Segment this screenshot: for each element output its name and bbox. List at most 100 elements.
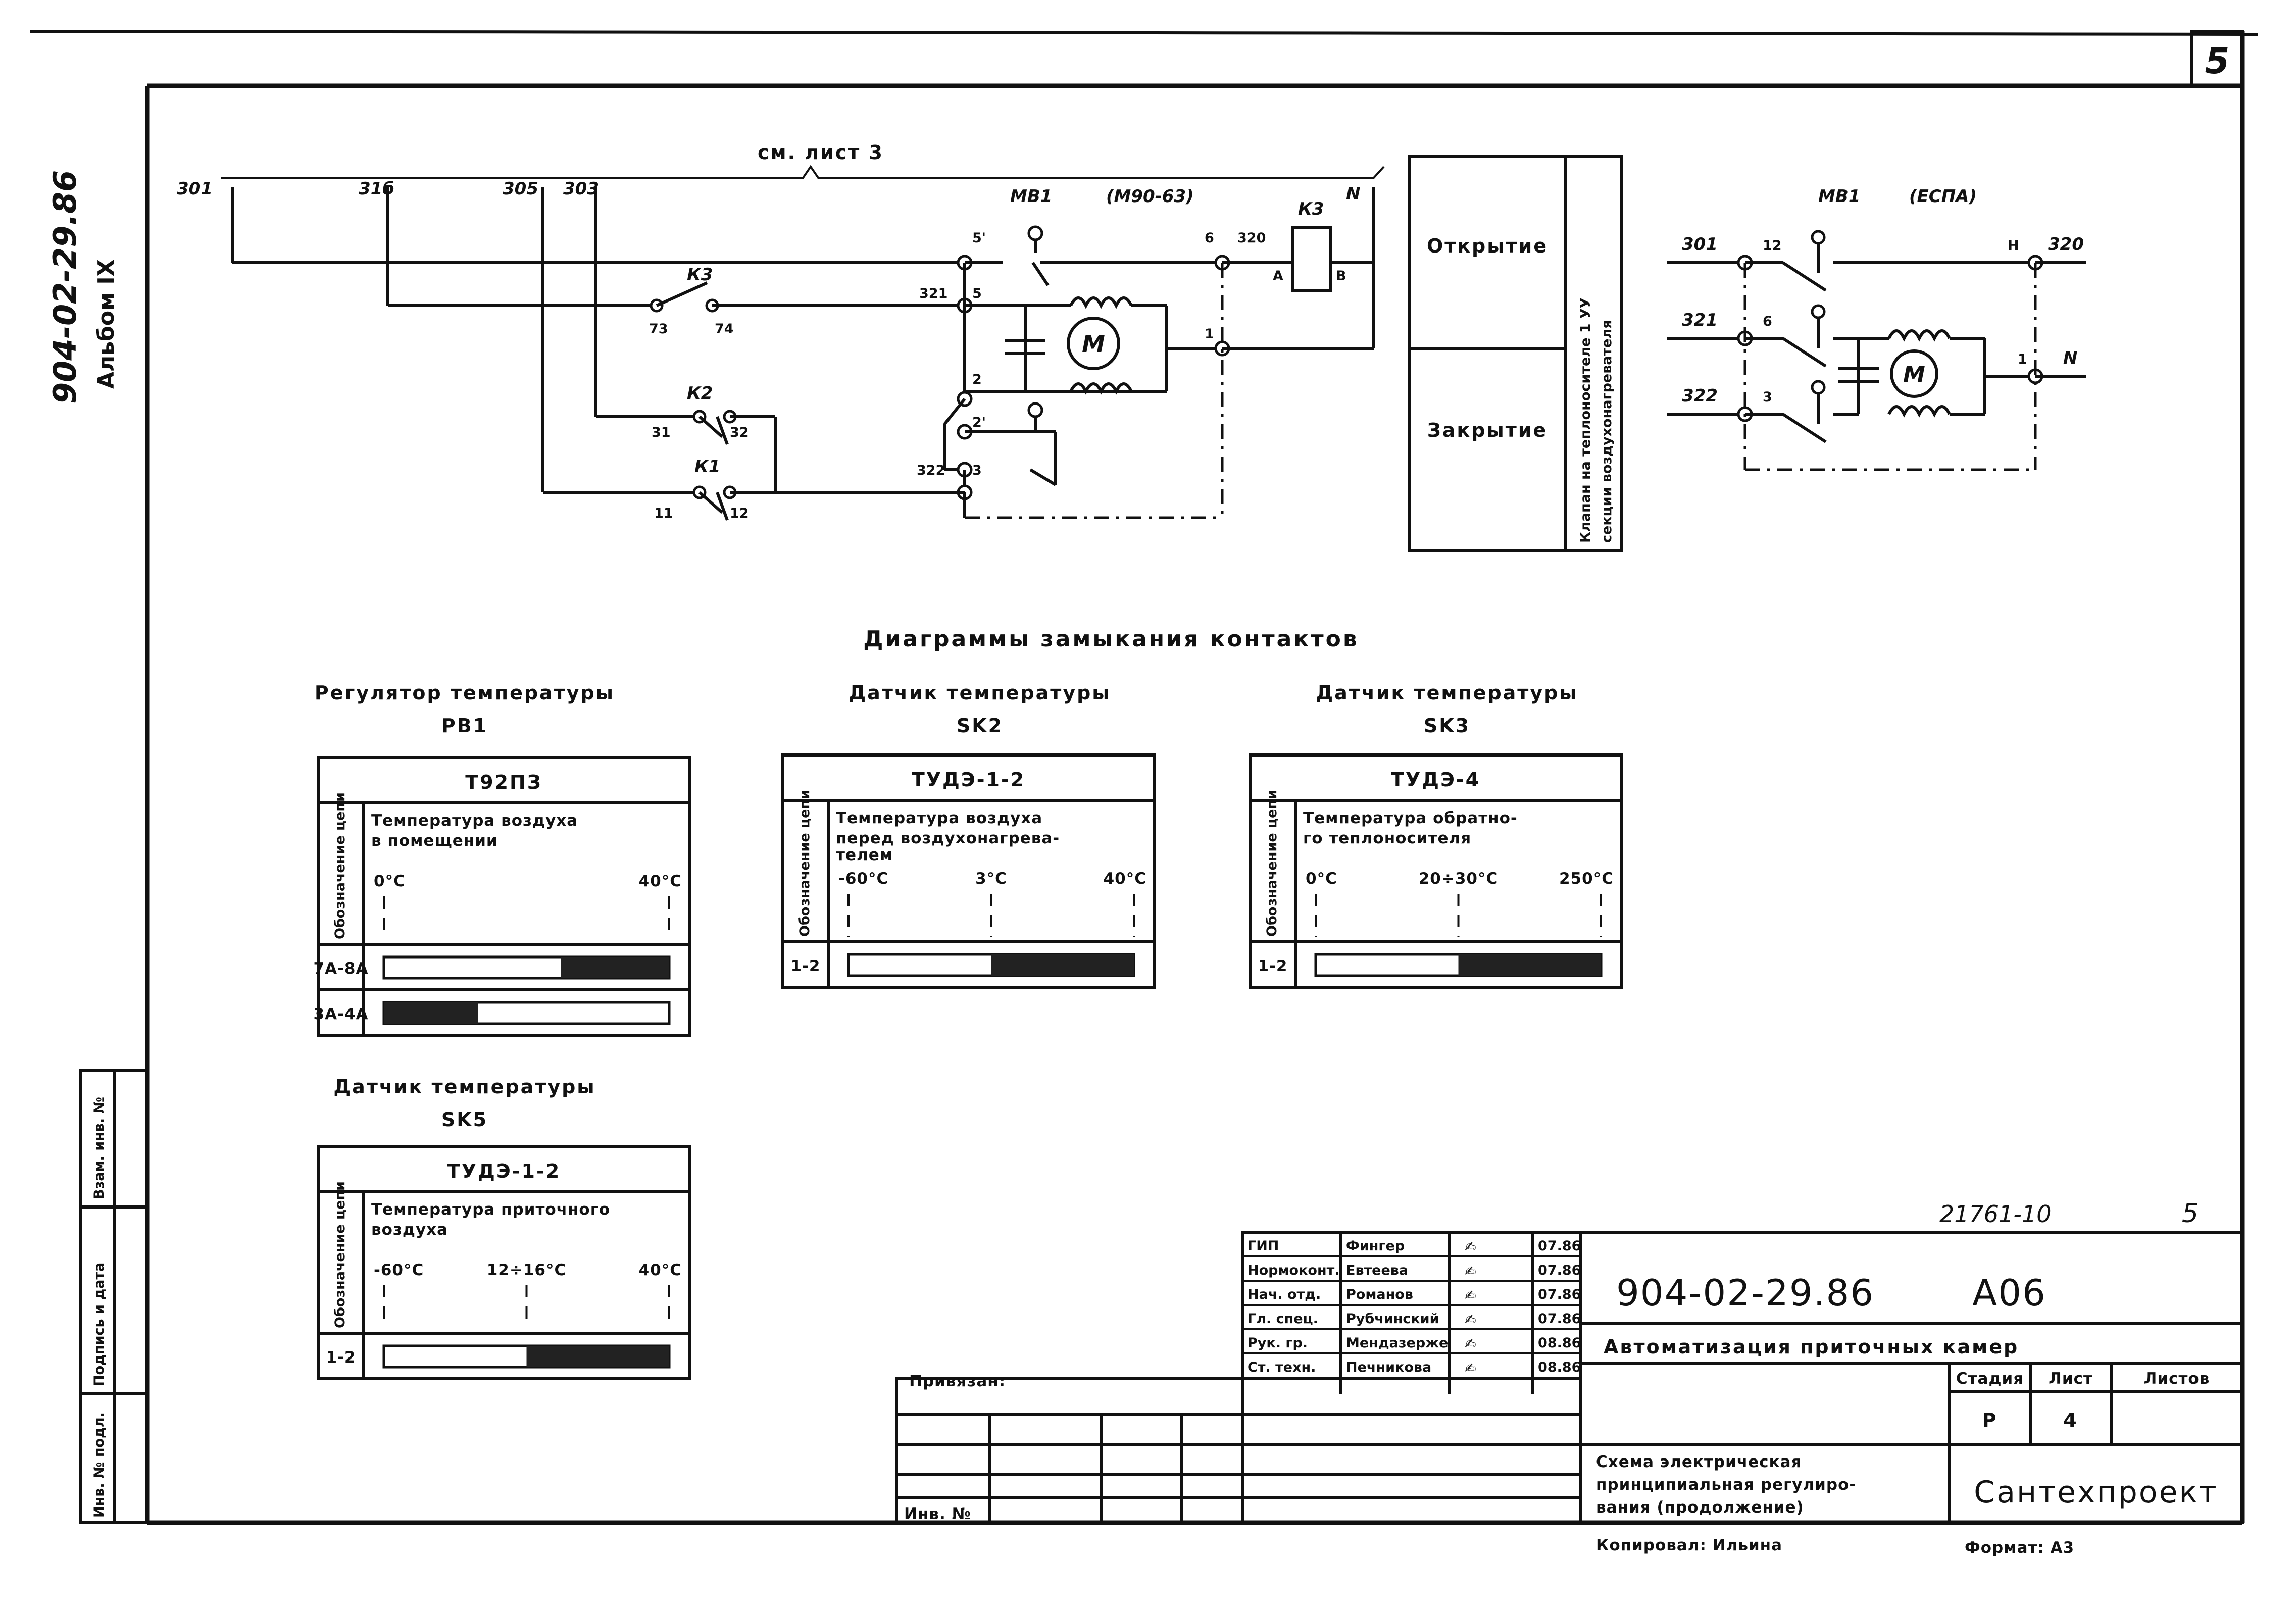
- diagram-device: ТУДЭ-4: [1391, 769, 1480, 791]
- staff-signature: ✍: [1465, 1361, 1476, 1376]
- diagram-device-tag: SK3: [1424, 715, 1470, 737]
- staff-role: Гл. спец.: [1247, 1311, 1318, 1327]
- staff-signature: ✍: [1465, 1264, 1476, 1279]
- copied-by: Копировал: Ильина: [1596, 1536, 1782, 1554]
- doc-mark: А06: [1972, 1272, 2047, 1314]
- circuit-label: 3А-4А: [314, 1005, 369, 1023]
- strip-inv: Инв. № подл.: [91, 1412, 107, 1518]
- espa-w321: 321: [1682, 310, 1718, 330]
- doc-code: 904-02-29.86: [1616, 1272, 1874, 1314]
- coil-a: А: [1273, 268, 1283, 284]
- circuit-label: 7А-8А: [314, 960, 369, 978]
- stage-header: Стадия: [1956, 1370, 2024, 1388]
- diagram-device-tag: SK5: [441, 1109, 488, 1131]
- vertical-album: Альбом IX: [93, 259, 119, 389]
- espa-nH: H: [2008, 238, 2019, 254]
- circuit-column-header: Обозначение цепи: [332, 1181, 348, 1328]
- contact-74: 74: [715, 321, 734, 337]
- tick-label: 20÷30°C: [1419, 870, 1499, 888]
- node-320: 320: [1237, 230, 1266, 246]
- diagram-1: Регулятор температурыРВ1Т92ПЗОбозначение…: [314, 682, 691, 1037]
- staff-signature: ✍: [1465, 1239, 1476, 1255]
- contact-11: 11: [654, 506, 673, 521]
- tick-label: 250°C: [1559, 870, 1614, 888]
- inv-label: Инв. №: [904, 1505, 971, 1523]
- node-3: 3: [972, 463, 982, 478]
- contact-12: 12: [730, 506, 749, 521]
- node-6: 6: [1205, 230, 1214, 246]
- motor-title: МВ1: [1010, 186, 1052, 207]
- param-line-1: Температура обратно-: [1303, 809, 1518, 827]
- tick-label: 40°C: [639, 872, 682, 890]
- contact-closed-segment: [991, 954, 1134, 976]
- circuit-column-header: Обозначение цепи: [797, 790, 813, 937]
- tick-label: 12÷16°C: [487, 1261, 567, 1279]
- diagram-title: Датчик температуры: [1316, 682, 1578, 704]
- espa-n6: 6: [1763, 314, 1772, 329]
- relay-k1: К1: [694, 457, 720, 477]
- strip-sign: Подпись и дата: [91, 1263, 107, 1386]
- see-sheet-label: см. лист 3: [758, 141, 884, 164]
- espa-n3: 3: [1763, 389, 1772, 405]
- tick-label: 0°C: [374, 872, 406, 890]
- left-approval-strip: Инв. № подл. Подпись и дата Взам. инв. №: [79, 1069, 149, 1524]
- motor-type: (М90-63): [1106, 186, 1194, 207]
- staff-signature: ✍: [1465, 1288, 1476, 1303]
- staff-name: Романов: [1346, 1287, 1413, 1302]
- drawing-title-2: принципиальная регулиро-: [1596, 1476, 1856, 1494]
- staff-name: Рубчинский: [1346, 1311, 1439, 1327]
- circuit-column-header: Обозначение цепи: [1264, 790, 1280, 937]
- espa-w301: 301: [1682, 234, 1718, 255]
- valve-line-2: секции воздухонагревателя: [1599, 320, 1615, 543]
- sheets-header: Листов: [2144, 1370, 2210, 1388]
- staff-name: Евтеева: [1346, 1263, 1408, 1278]
- circuit-label: 1-2: [1258, 957, 1287, 975]
- action-open: Открытие: [1427, 235, 1548, 257]
- node-2: 2: [972, 372, 982, 387]
- espa-n12: 12: [1763, 238, 1782, 254]
- param-line-3: телем: [836, 846, 893, 864]
- staff-row: Рук. гр.Мендазерже✍08.86: [1247, 1335, 1581, 1352]
- sheet-header: Лист: [2049, 1370, 2093, 1388]
- diagram-device: ТУДЭ-1-2: [447, 1160, 561, 1182]
- doc-title: Автоматизация приточных камер: [1604, 1336, 2019, 1358]
- bound-label: Привязан:: [909, 1372, 1006, 1390]
- param-line-2: перед воздухонагрева-: [836, 829, 1060, 847]
- contact-closed-segment: [1458, 954, 1601, 976]
- diagrams-heading: Диаграммы замыкания контактов: [863, 626, 1359, 652]
- circuit-column-header: Обозначение цепи: [332, 792, 348, 939]
- neutral-label: N: [1346, 184, 1360, 204]
- staff-date: 07.86: [1538, 1263, 1581, 1278]
- valve-line-1: Клапан на теплоносителе 1 УУ: [1578, 297, 1593, 543]
- diagram-title: Регулятор температуры: [315, 682, 615, 704]
- staff-name: Печникова: [1346, 1360, 1431, 1375]
- staff-role: Нормоконт.: [1247, 1263, 1340, 1278]
- contact-closed-segment: [526, 1346, 669, 1367]
- staff-signature: ✍: [1465, 1312, 1476, 1328]
- circuit-label: 1-2: [326, 1348, 356, 1367]
- sheet-value: 4: [2063, 1409, 2078, 1431]
- tick-label: 3°C: [975, 870, 1007, 888]
- paper-format: Формат: А3: [1965, 1539, 2074, 1557]
- espa-w322: 322: [1682, 386, 1718, 406]
- k3-contact-label: К3: [687, 265, 713, 285]
- diagram-device-tag: РВ1: [441, 715, 488, 737]
- node-2p: 2': [972, 415, 986, 430]
- staff-role: ГИП: [1247, 1238, 1279, 1254]
- wire-301: 301: [177, 179, 213, 199]
- staff-row: Гл. спец.Рубчинский✍07.86: [1247, 1311, 1581, 1328]
- staff-name: Фингер: [1346, 1238, 1405, 1254]
- main-schematic: см. лист 3 301 31б 305 303 К3 73: [177, 141, 1623, 552]
- action-close: Закрытие: [1427, 419, 1548, 441]
- diagram-device: ТУДЭ-1-2: [912, 769, 1025, 791]
- tick-label: -60°C: [374, 1261, 424, 1279]
- motor-symbol: M: [1082, 330, 1105, 358]
- contact-73: 73: [649, 321, 668, 337]
- node-322: 322: [917, 463, 945, 478]
- contact-diagrams: Регулятор температурыРВ1Т92ПЗОбозначение…: [314, 682, 1623, 1380]
- espa-type: (ЕСПА): [1909, 186, 1977, 207]
- param-line-2: воздуха: [371, 1221, 448, 1239]
- relay-k2: К2: [687, 383, 713, 404]
